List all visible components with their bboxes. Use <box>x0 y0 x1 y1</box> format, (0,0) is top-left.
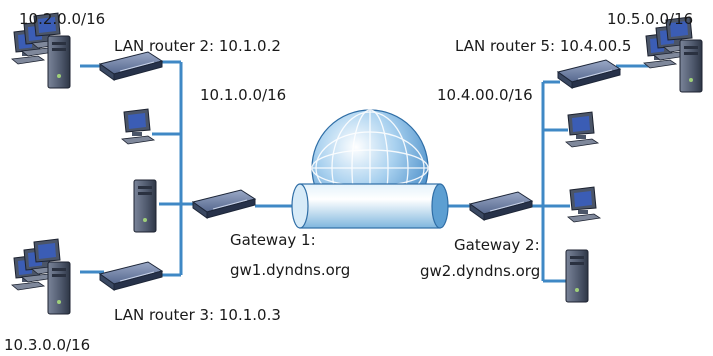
lan-router-3-icon <box>99 261 163 291</box>
label-gateway-2-host: gw2.dyndns.org <box>420 262 540 280</box>
label-net-10-5: 10.5.0.0/16 <box>607 10 693 28</box>
label-net-10-3: 10.3.0.0/16 <box>4 336 90 354</box>
label-lan-router-5: LAN router 5: 10.4.00.5 <box>455 37 631 55</box>
label-net-10-4: 10.4.00.0/16 <box>437 86 533 104</box>
label-net-10-1: 10.1.0.0/16 <box>200 86 286 104</box>
workstation-left-icon <box>122 109 154 144</box>
lan-router-5-icon <box>557 59 621 89</box>
label-net-10-2: 10.2.0.0/16 <box>19 10 105 28</box>
gateway-2-icon <box>469 191 533 221</box>
server-left-icon <box>133 179 157 233</box>
lan-router-2-icon <box>99 51 163 81</box>
left-links <box>80 60 300 277</box>
label-lan-router-2: LAN router 2: 10.1.0.2 <box>114 37 281 55</box>
computer-cluster-top-right-icon <box>644 17 702 92</box>
computer-cluster-bottom-left-icon <box>12 239 70 314</box>
label-gateway-2-title: Gateway 2: <box>454 236 540 254</box>
label-gateway-1-host: gw1.dyndns.org <box>230 261 350 279</box>
label-lan-router-3: LAN router 3: 10.1.0.3 <box>114 306 281 324</box>
label-gateway-1-title: Gateway 1: <box>230 231 316 249</box>
vpn-tunnel <box>291 183 449 229</box>
server-right-icon <box>565 249 589 303</box>
gateway-1-icon <box>192 189 256 219</box>
workstation-right-2-icon <box>568 187 600 222</box>
workstation-right-1-icon <box>566 112 598 147</box>
